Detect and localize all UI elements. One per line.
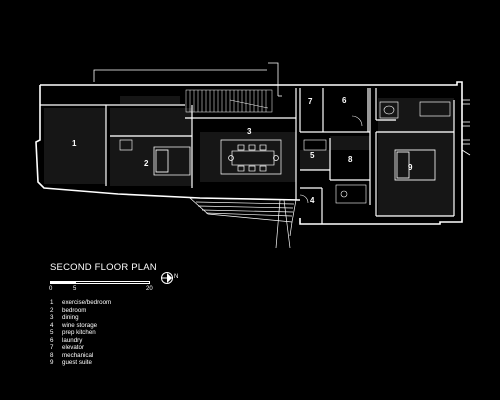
beds <box>153 146 436 181</box>
interior-walls <box>40 88 455 224</box>
room-label-8: 8 <box>348 155 353 164</box>
room-label-5: 5 <box>310 151 315 160</box>
north-arrow-icon <box>161 272 173 284</box>
room-labels: 1 2 3 4 5 6 7 8 9 <box>72 96 413 205</box>
scale-tick-20: 20 <box>146 286 153 292</box>
north-label: N <box>174 274 179 280</box>
fixtures <box>119 101 451 204</box>
room-label-2: 2 <box>144 159 149 168</box>
plan-title: SECOND FLOOR PLAN <box>50 262 157 273</box>
room-label-7: 7 <box>308 97 313 106</box>
scale-bar: 0 5 20 N <box>49 272 180 299</box>
room-label-9: 9 <box>408 163 413 172</box>
room-label-1: 1 <box>72 139 77 148</box>
scale-bar-graphic <box>50 281 150 284</box>
right-windows <box>461 99 471 156</box>
room-label-4: 4 <box>310 196 315 205</box>
stairs <box>185 89 273 113</box>
exterior-walls <box>35 81 463 225</box>
scale-tick-0: 0 <box>49 286 53 292</box>
balcony <box>189 197 297 249</box>
room-label-3: 3 <box>247 127 252 136</box>
dining-table <box>220 139 282 175</box>
floor-hatching <box>44 96 454 216</box>
room-label-6: 6 <box>342 96 347 105</box>
scale-tick-5: 5 <box>73 286 77 292</box>
